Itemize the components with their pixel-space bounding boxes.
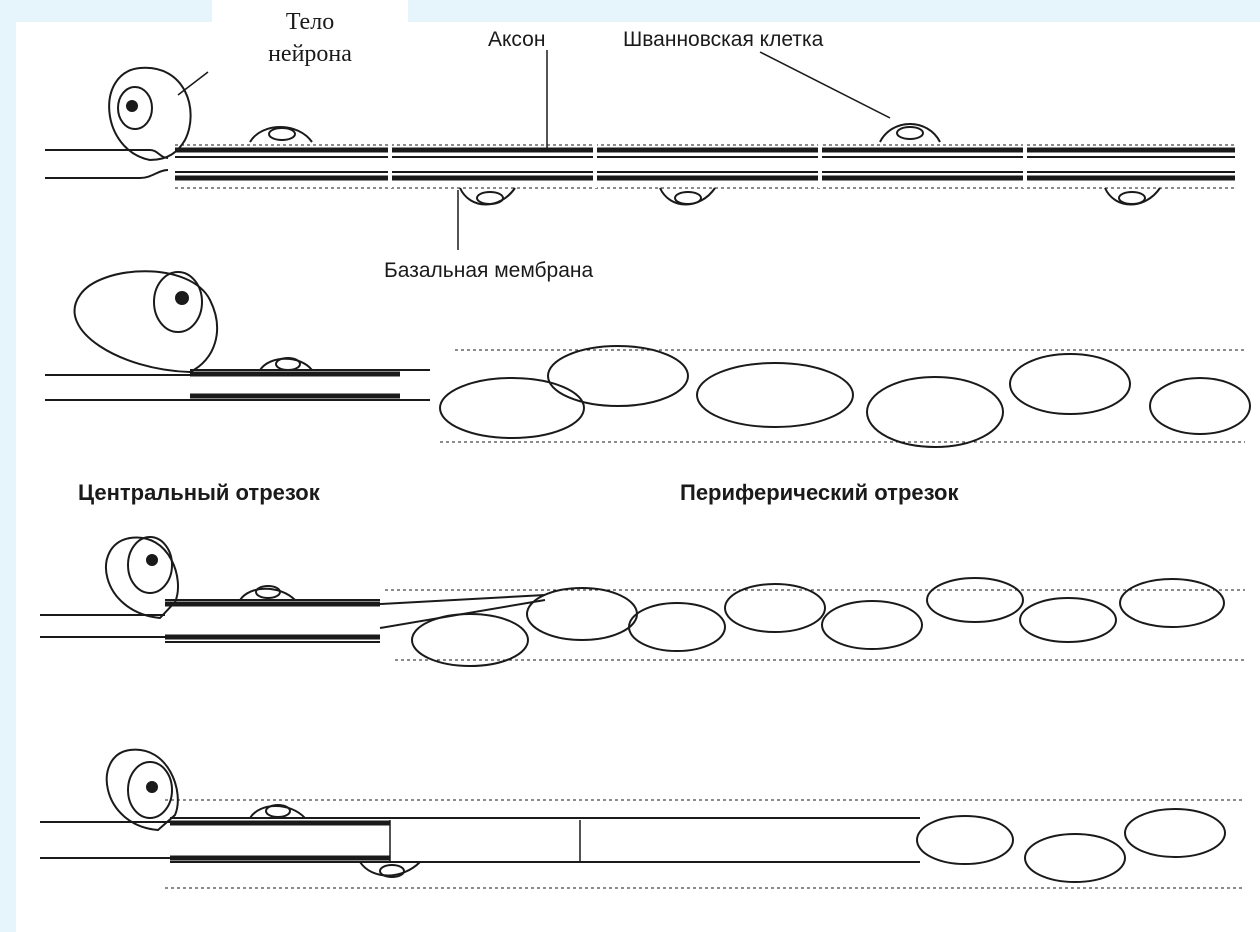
neuron-body-label: Тело нейрона [246,6,374,70]
neuron-body-label-line2: нейрона [246,38,374,70]
axon-label: Аксон [488,28,545,52]
panel-1-intact-nerve [45,50,1235,250]
central-segment-label: Центральный отрезок [78,480,320,506]
schwann-cell-label: Шванновская клетка [623,28,823,52]
neuron-body-1 [109,68,190,160]
panel-2-degeneration [45,271,1250,447]
panel-3-regrowth [40,537,1245,666]
neuron-body-4 [107,750,178,830]
basal-membrane-label: Базальная мембрана [384,259,593,283]
panel-4-regenerated [40,750,1245,888]
peripheral-segment-label: Периферический отрезок [680,480,958,506]
neuron-body-label-line1: Тело [246,6,374,38]
